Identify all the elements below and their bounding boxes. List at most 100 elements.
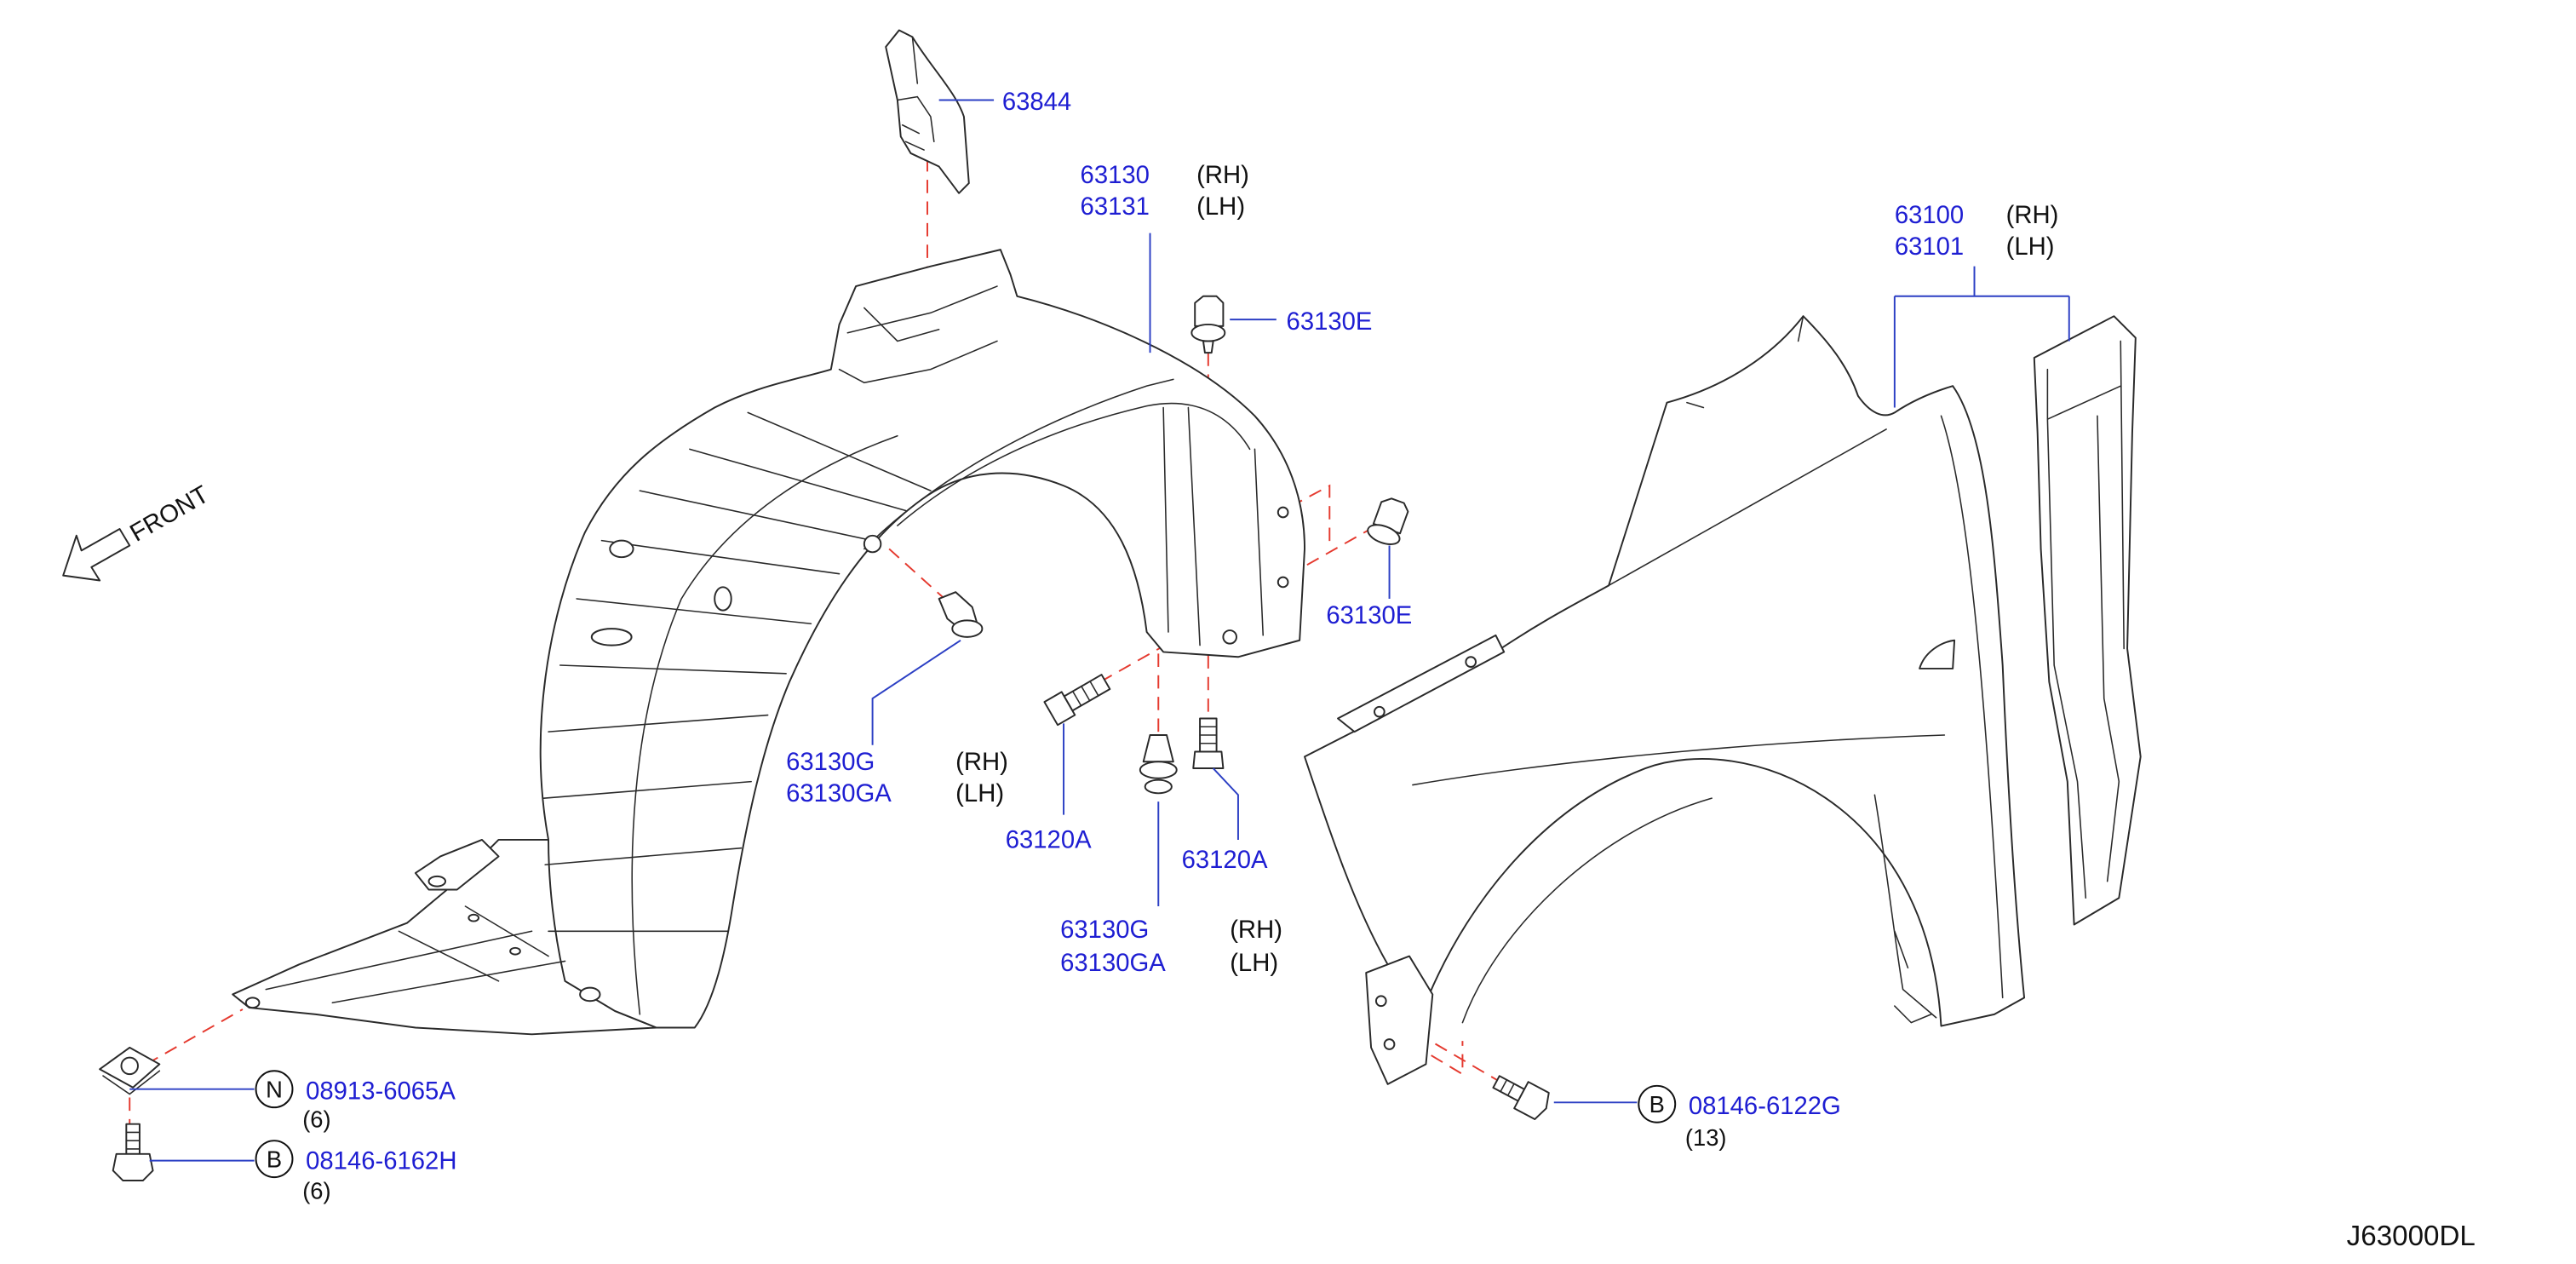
bolt-head xyxy=(1513,1081,1550,1121)
shield-hole xyxy=(427,875,447,888)
fender-rear-inner-edge xyxy=(1940,415,2004,999)
flange-hole xyxy=(1465,656,1477,668)
part-number-63130ga-left: 63130GA xyxy=(786,780,892,807)
liner-hole xyxy=(1277,576,1289,589)
symbol-circle xyxy=(1638,1084,1677,1123)
bolt-head xyxy=(1043,691,1076,727)
liner-hole xyxy=(1277,506,1289,519)
fender-front-bracket xyxy=(1365,955,1434,1085)
fender-rear-bracket xyxy=(2033,315,2142,926)
front-label: FRONT xyxy=(126,481,214,548)
clip-63130g-left xyxy=(938,591,984,638)
rear-bracket-outline xyxy=(2033,315,2142,926)
leader-63100 xyxy=(1893,266,2070,408)
rivet-stem xyxy=(1202,340,1214,354)
bracket-hole xyxy=(1383,1038,1396,1050)
bolt-threads xyxy=(1500,1079,1515,1096)
diagram-code: J63000DL xyxy=(2347,1221,2476,1252)
shield-ribs xyxy=(265,905,566,1003)
fender-arch-lip xyxy=(1873,794,1937,1024)
shield-hole xyxy=(579,986,601,1003)
bolt-head xyxy=(112,1152,154,1182)
fastener-symbol-b: B xyxy=(1649,1091,1665,1117)
bolt-head xyxy=(1192,750,1225,770)
liner-arch-outline xyxy=(539,249,1305,1029)
side-lh-label: (LH) xyxy=(2006,233,2055,261)
shield-hole xyxy=(244,997,261,1009)
part-number-63100: 63100 xyxy=(1895,202,1964,229)
symbol-circle xyxy=(255,1140,294,1179)
liner-hole xyxy=(863,534,882,554)
clip-washer xyxy=(1139,761,1178,779)
bolt-08146-6162h xyxy=(112,1123,154,1182)
liner-boss xyxy=(590,628,633,646)
side-lh-label: (LH) xyxy=(1196,193,1245,221)
fastener-symbol-b: B xyxy=(267,1146,282,1172)
bolt-threads xyxy=(125,1131,141,1150)
part-number-63130g-bottom: 63130G xyxy=(1060,916,1149,944)
front-arrow-icon xyxy=(62,528,131,582)
liner-cross-ribs xyxy=(542,411,932,933)
side-lh-label: (LH) xyxy=(1230,950,1278,977)
assembly-line-nut xyxy=(146,1008,244,1066)
shield-hole xyxy=(509,946,521,956)
liner-boss xyxy=(609,539,634,559)
liner-right-flap xyxy=(1162,406,1265,646)
rivet-washer xyxy=(1190,323,1226,342)
liner-inner-lip xyxy=(863,378,1174,550)
liner-mid-rib xyxy=(631,434,898,1015)
fender-crease-lower xyxy=(1412,734,1946,786)
part-number-63131: 63131 xyxy=(1081,193,1150,221)
flange-hole xyxy=(1374,705,1386,718)
bolt-threads xyxy=(1199,726,1218,744)
part-number-08146-6162h: 08146-6162H xyxy=(306,1147,456,1175)
part-number-63120a-left: 63120A xyxy=(1006,827,1092,854)
side-rh-label: (RH) xyxy=(1196,162,1249,189)
clip-nut-flange xyxy=(102,1070,161,1095)
fender-top-detail xyxy=(1686,315,1804,409)
part-number-63130g-left: 63130G xyxy=(786,749,875,776)
symbol-circle xyxy=(255,1070,294,1109)
liner-top-mount xyxy=(838,285,998,384)
liner-inner-lip-2 xyxy=(897,402,1251,526)
leader-lines xyxy=(129,99,2070,1162)
clip-nut-08913 xyxy=(99,1046,161,1095)
assembly-line-bracket-upper xyxy=(1232,484,1331,546)
fastener-symbol-n: N xyxy=(266,1076,283,1102)
fender-arch-inner xyxy=(1461,797,1713,1024)
quantity-label: (13) xyxy=(1685,1124,1727,1151)
part-number-63120a-right: 63120A xyxy=(1182,847,1268,874)
bolt-threads xyxy=(1071,681,1099,707)
rear-bracket-details xyxy=(2046,340,2125,899)
side-rh-label: (RH) xyxy=(2006,202,2059,229)
clip-63130g-bottom xyxy=(1139,734,1178,795)
part-number-08913-6065a: 08913-6065A xyxy=(306,1077,456,1105)
part-number-63130e-right: 63130E xyxy=(1326,602,1412,629)
rivet-washer xyxy=(1367,524,1401,545)
leader-63130g-left xyxy=(871,639,961,745)
side-marker xyxy=(1919,639,1956,669)
fender-outline xyxy=(1304,315,2026,1027)
rivet-head xyxy=(1194,295,1225,327)
part-number-63844: 63844 xyxy=(1002,89,1071,116)
clip-nut-hole xyxy=(120,1056,139,1076)
bracket-63844 xyxy=(885,29,970,194)
side-rh-label: (RH) xyxy=(955,749,1008,776)
quantity-label: (6) xyxy=(302,1178,330,1204)
part-number-63130e-top: 63130E xyxy=(1287,308,1373,336)
callouts: 63844 63130 (RH) 63131 (LH) 63130E 63130… xyxy=(255,89,2476,1252)
fender-crease-upper xyxy=(1608,428,1887,587)
part-number-63101: 63101 xyxy=(1895,233,1964,261)
fender-protector xyxy=(232,249,1305,1036)
bracket-hole xyxy=(1374,995,1387,1008)
bolt-63120a-right xyxy=(1192,717,1225,770)
bracket-63844-details xyxy=(897,36,935,151)
front-fender xyxy=(1304,315,2026,1085)
side-rh-label: (RH) xyxy=(1230,916,1282,944)
side-lh-label: (LH) xyxy=(955,780,1004,807)
bolt-63120a-left xyxy=(1043,674,1111,727)
leader-63120a-right xyxy=(1212,767,1239,840)
part-number-63130ga-bottom: 63130GA xyxy=(1060,950,1166,977)
bolt-08146-6122g xyxy=(1492,1075,1550,1121)
